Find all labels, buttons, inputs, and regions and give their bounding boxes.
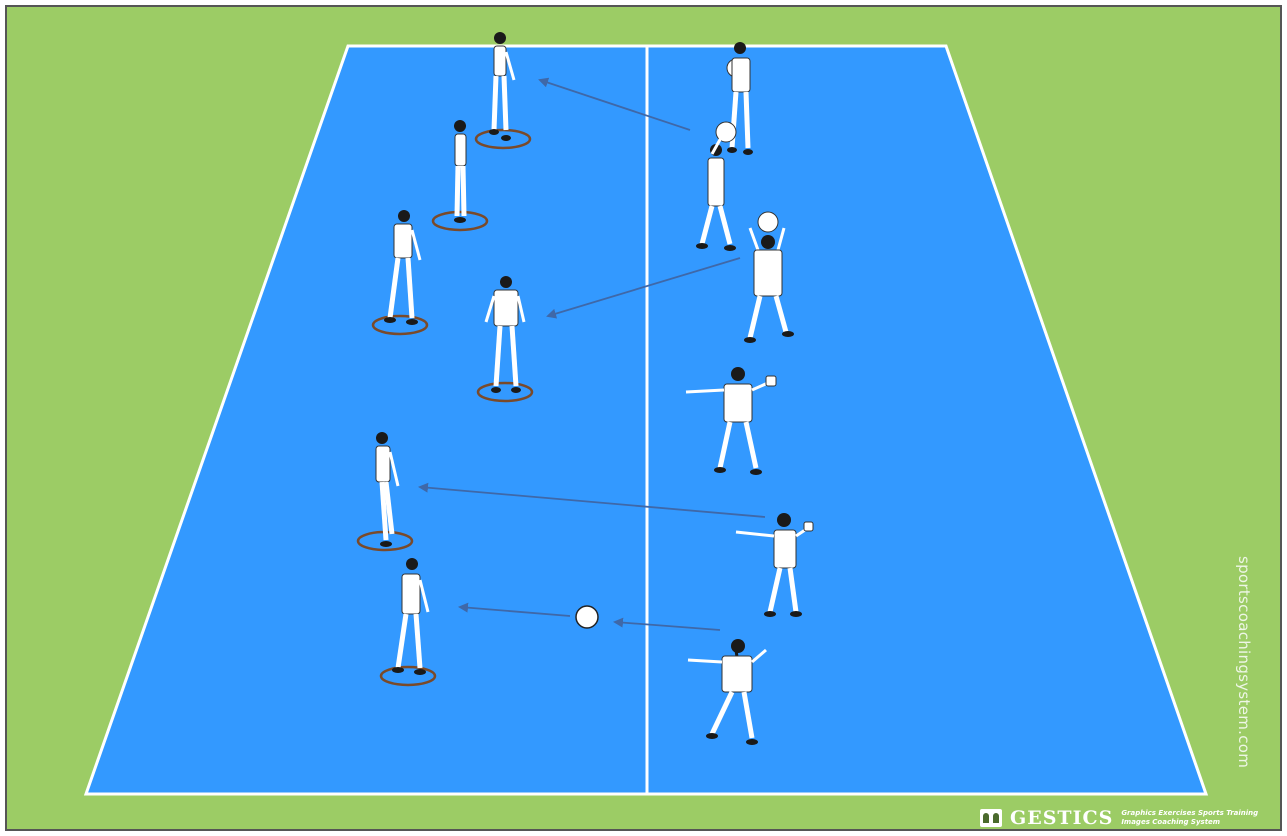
brand-name: GESTICS: [1010, 807, 1113, 829]
brand-tagline-line-1: Graphics Exercises Sports Training: [1121, 809, 1258, 818]
brand-tagline: Graphics Exercises Sports Training Image…: [1121, 809, 1258, 827]
coaching-logo-icon: [980, 809, 1002, 827]
brand-block: GESTICS Graphics Exercises Sports Traini…: [980, 806, 1258, 830]
brand-tagline-line-2: Images Coaching System: [1121, 818, 1258, 827]
ball-icon: [576, 606, 598, 628]
watermark-text: sportscoachingsystem.com: [1234, 556, 1254, 796]
